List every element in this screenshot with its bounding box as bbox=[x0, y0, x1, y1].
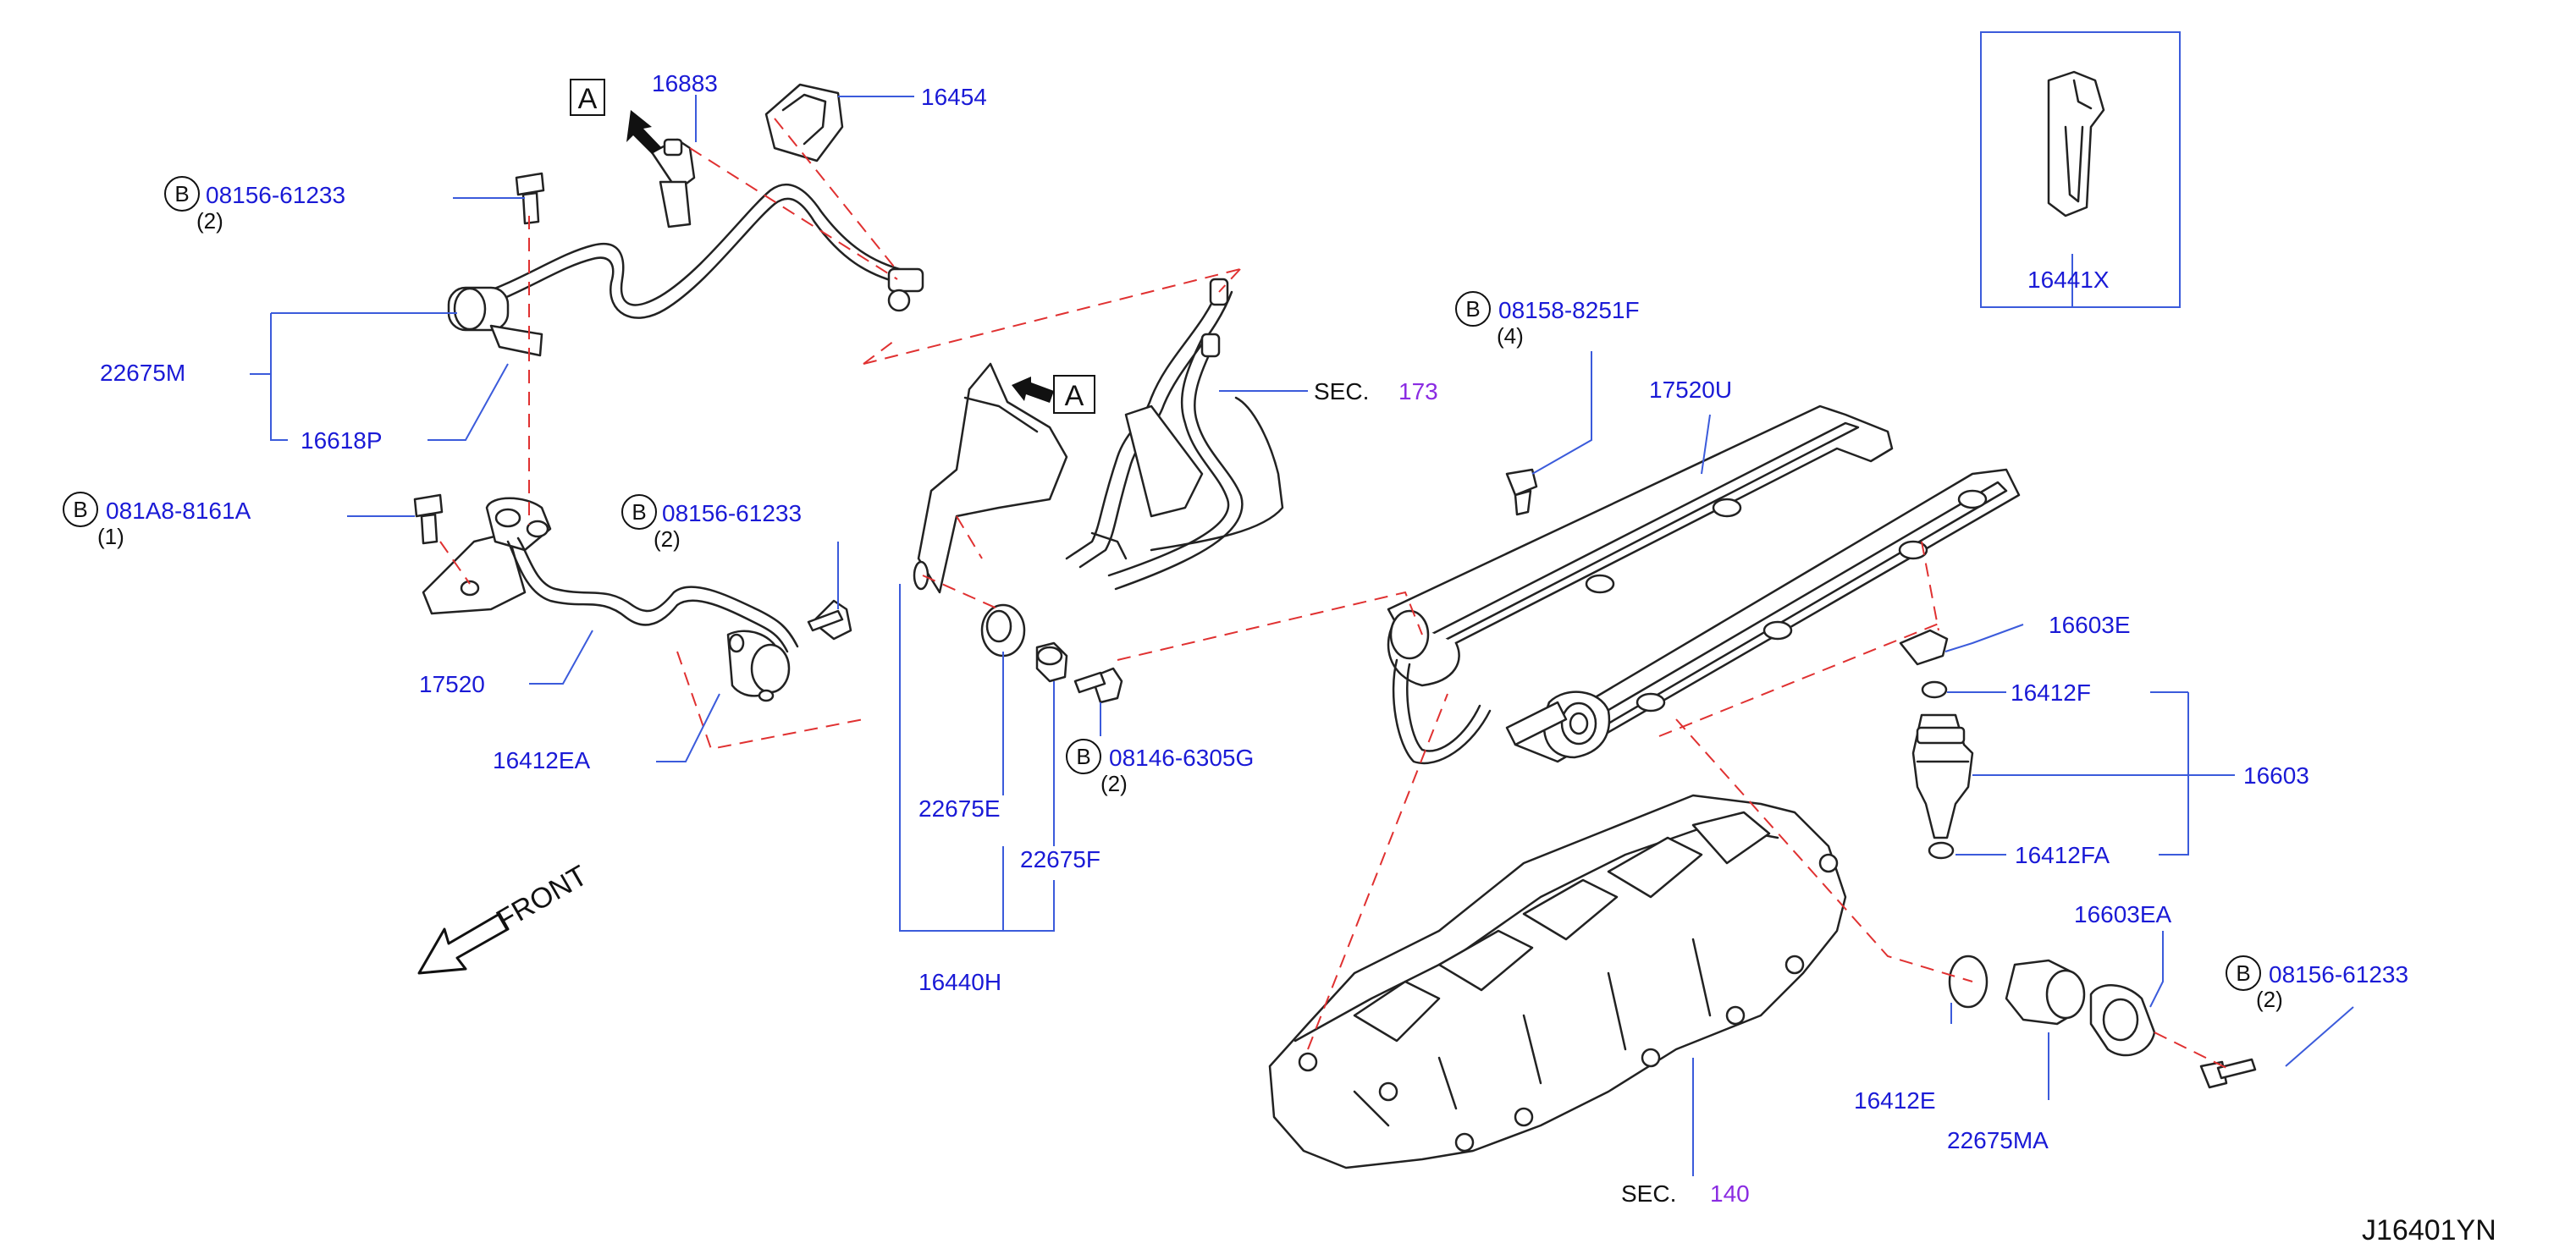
part-label-16603[interactable]: 16603 bbox=[2243, 762, 2309, 789]
part-label-16412E[interactable]: 16412E bbox=[1854, 1087, 1936, 1114]
view-arrows bbox=[626, 110, 1054, 403]
bolt-marker-08158-8251F: B bbox=[1455, 291, 1491, 327]
bolt-marker-08156-61233-b: B bbox=[621, 494, 657, 530]
part-label-16454[interactable]: 16454 bbox=[921, 84, 987, 110]
sec173-pipe-drawing bbox=[1065, 278, 1284, 591]
part-label-08146-6305G[interactable]: 08146-6305G bbox=[1109, 745, 1254, 771]
part-label-08156-61233-a[interactable]: 08156-61233 bbox=[206, 182, 345, 208]
bolt-marker-text: B bbox=[174, 181, 189, 206]
part-label-16412FA[interactable]: 16412FA bbox=[2015, 842, 2110, 868]
part-label-08158-8251F[interactable]: 08158-8251F bbox=[1498, 297, 1640, 323]
clip-16454-drawing bbox=[764, 83, 844, 162]
bolt-marker-text: B bbox=[1465, 296, 1480, 322]
part-label-16883[interactable]: 16883 bbox=[652, 70, 718, 96]
part-label-16412F[interactable]: 16412F bbox=[2011, 680, 2091, 706]
part-label-16603EA[interactable]: 16603EA bbox=[2074, 901, 2172, 927]
qty-08156-61233-c: (2) bbox=[2256, 987, 2283, 1012]
section-link-140[interactable]: 140 bbox=[1710, 1180, 1750, 1207]
part-label-16440H[interactable]: 16440H bbox=[918, 969, 1001, 995]
fuel-rails-17520U-drawing bbox=[1387, 404, 2021, 765]
bolt-marker-081A8-8161A: B bbox=[63, 492, 98, 527]
bolt-marker-08146-6305G: B bbox=[1066, 739, 1101, 774]
part-label-16618P[interactable]: 16618P bbox=[301, 427, 383, 454]
part-label-22675M[interactable]: 22675M bbox=[100, 360, 185, 386]
bolt-marker-text: B bbox=[632, 499, 646, 525]
view-marker-a-top: A bbox=[570, 79, 605, 116]
qty-08158-8251F: (4) bbox=[1497, 323, 1524, 349]
part-label-22675E[interactable]: 22675E bbox=[918, 795, 1001, 822]
part-label-17520[interactable]: 17520 bbox=[419, 671, 485, 697]
view-marker-a-mid: A bbox=[1053, 375, 1095, 414]
injector-16603-drawing bbox=[1899, 629, 1974, 860]
part-label-16603E[interactable]: 16603E bbox=[2049, 612, 2131, 638]
part-label-22675F[interactable]: 22675F bbox=[1020, 846, 1100, 872]
qty-08156-61233-a: (2) bbox=[196, 208, 223, 234]
part-label-16441X[interactable]: 16441X bbox=[2027, 267, 2110, 293]
part-label-17520U[interactable]: 17520U bbox=[1649, 377, 1732, 403]
qty-081A8-8161A: (1) bbox=[97, 524, 124, 549]
front-arrow-icon bbox=[417, 912, 510, 975]
diagram-id: J16401YN bbox=[2362, 1214, 2496, 1246]
sec-label-173: SEC. bbox=[1314, 378, 1369, 404]
fuel-tube-17520-drawing bbox=[506, 536, 799, 702]
part-label-16412EA[interactable]: 16412EA bbox=[493, 747, 591, 773]
intake-manifold-sec140-drawing bbox=[1268, 794, 1847, 1169]
qty-08146-6305G: (2) bbox=[1100, 771, 1128, 796]
bolt-marker-text: B bbox=[2236, 960, 2250, 986]
clip-16883-drawing bbox=[650, 138, 696, 228]
part-label-08156-61233-b[interactable]: 08156-61233 bbox=[662, 500, 802, 526]
dashed-connection-lines bbox=[439, 118, 2227, 1069]
bolt-drawings bbox=[413, 172, 2257, 1089]
view-marker-a-text-top: A bbox=[578, 83, 598, 115]
qty-08156-61233-b: (2) bbox=[654, 526, 681, 552]
bolt-marker-text: B bbox=[73, 497, 87, 522]
bolt-marker-08156-61233-a: B bbox=[164, 176, 200, 212]
view-marker-a-text-mid: A bbox=[1065, 380, 1084, 412]
sec-label-140: SEC. bbox=[1621, 1180, 1676, 1207]
leader-lines bbox=[250, 95, 2354, 1176]
part-label-08156-61233-c[interactable]: 08156-61233 bbox=[2269, 961, 2408, 988]
clip-16441X-drawing bbox=[1980, 31, 2181, 308]
front-label: FRONT bbox=[491, 859, 593, 936]
section-link-173[interactable]: 173 bbox=[1398, 378, 1438, 404]
part-label-22675MA[interactable]: 22675MA bbox=[1947, 1127, 2049, 1153]
damper-16440H-drawing bbox=[913, 362, 1068, 683]
bolt-marker-08156-61233-c: B bbox=[2226, 955, 2261, 991]
part-label-081A8-8161A[interactable]: 081A8-8161A bbox=[106, 498, 251, 524]
damper-lower-drawing bbox=[1948, 955, 2156, 1057]
bracket-17520-drawing bbox=[422, 497, 552, 615]
bolt-marker-text: B bbox=[1076, 744, 1090, 769]
